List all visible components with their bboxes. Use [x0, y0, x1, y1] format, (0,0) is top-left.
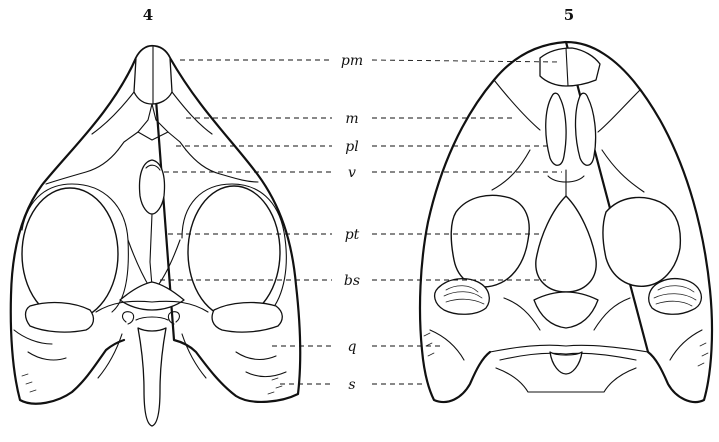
- label-v: v: [348, 165, 356, 181]
- figure-number-5: 5: [564, 6, 574, 24]
- skull-dorsal-view: [11, 46, 300, 426]
- label-m: m: [345, 111, 358, 127]
- right-palatine-slit: [576, 93, 596, 165]
- skull-ventral-view: [420, 42, 712, 402]
- right-orbit-opening: [188, 186, 280, 318]
- bone-labels: pm m pl v pt bs q s: [341, 53, 363, 393]
- figure-number-4: 4: [143, 6, 153, 24]
- occipital-condyle: [550, 352, 582, 374]
- left-palatal-opening: [451, 195, 529, 287]
- left-orbit-opening: [22, 188, 118, 320]
- label-q: q: [348, 339, 357, 355]
- supraoccipital-process: [138, 328, 166, 426]
- interpterygoid-vacuity: [536, 196, 596, 292]
- ventral-basisphenoid-bone: [534, 292, 598, 328]
- label-bs: bs: [344, 273, 360, 289]
- ventral-premaxilla-bone: [540, 48, 600, 86]
- label-pt: pt: [345, 227, 360, 243]
- label-s: s: [348, 377, 355, 393]
- left-quadrate-bone: [26, 303, 94, 333]
- left-palatine-slit: [546, 93, 566, 165]
- label-pm: pm: [341, 53, 363, 69]
- label-pl: pl: [345, 139, 358, 155]
- vomer-bone: [140, 160, 165, 214]
- basisphenoid-bone: [120, 282, 184, 310]
- right-palatal-opening: [603, 197, 680, 286]
- left-ventral-quadrate-bone: [435, 279, 490, 315]
- right-quadrate-bone: [212, 303, 282, 333]
